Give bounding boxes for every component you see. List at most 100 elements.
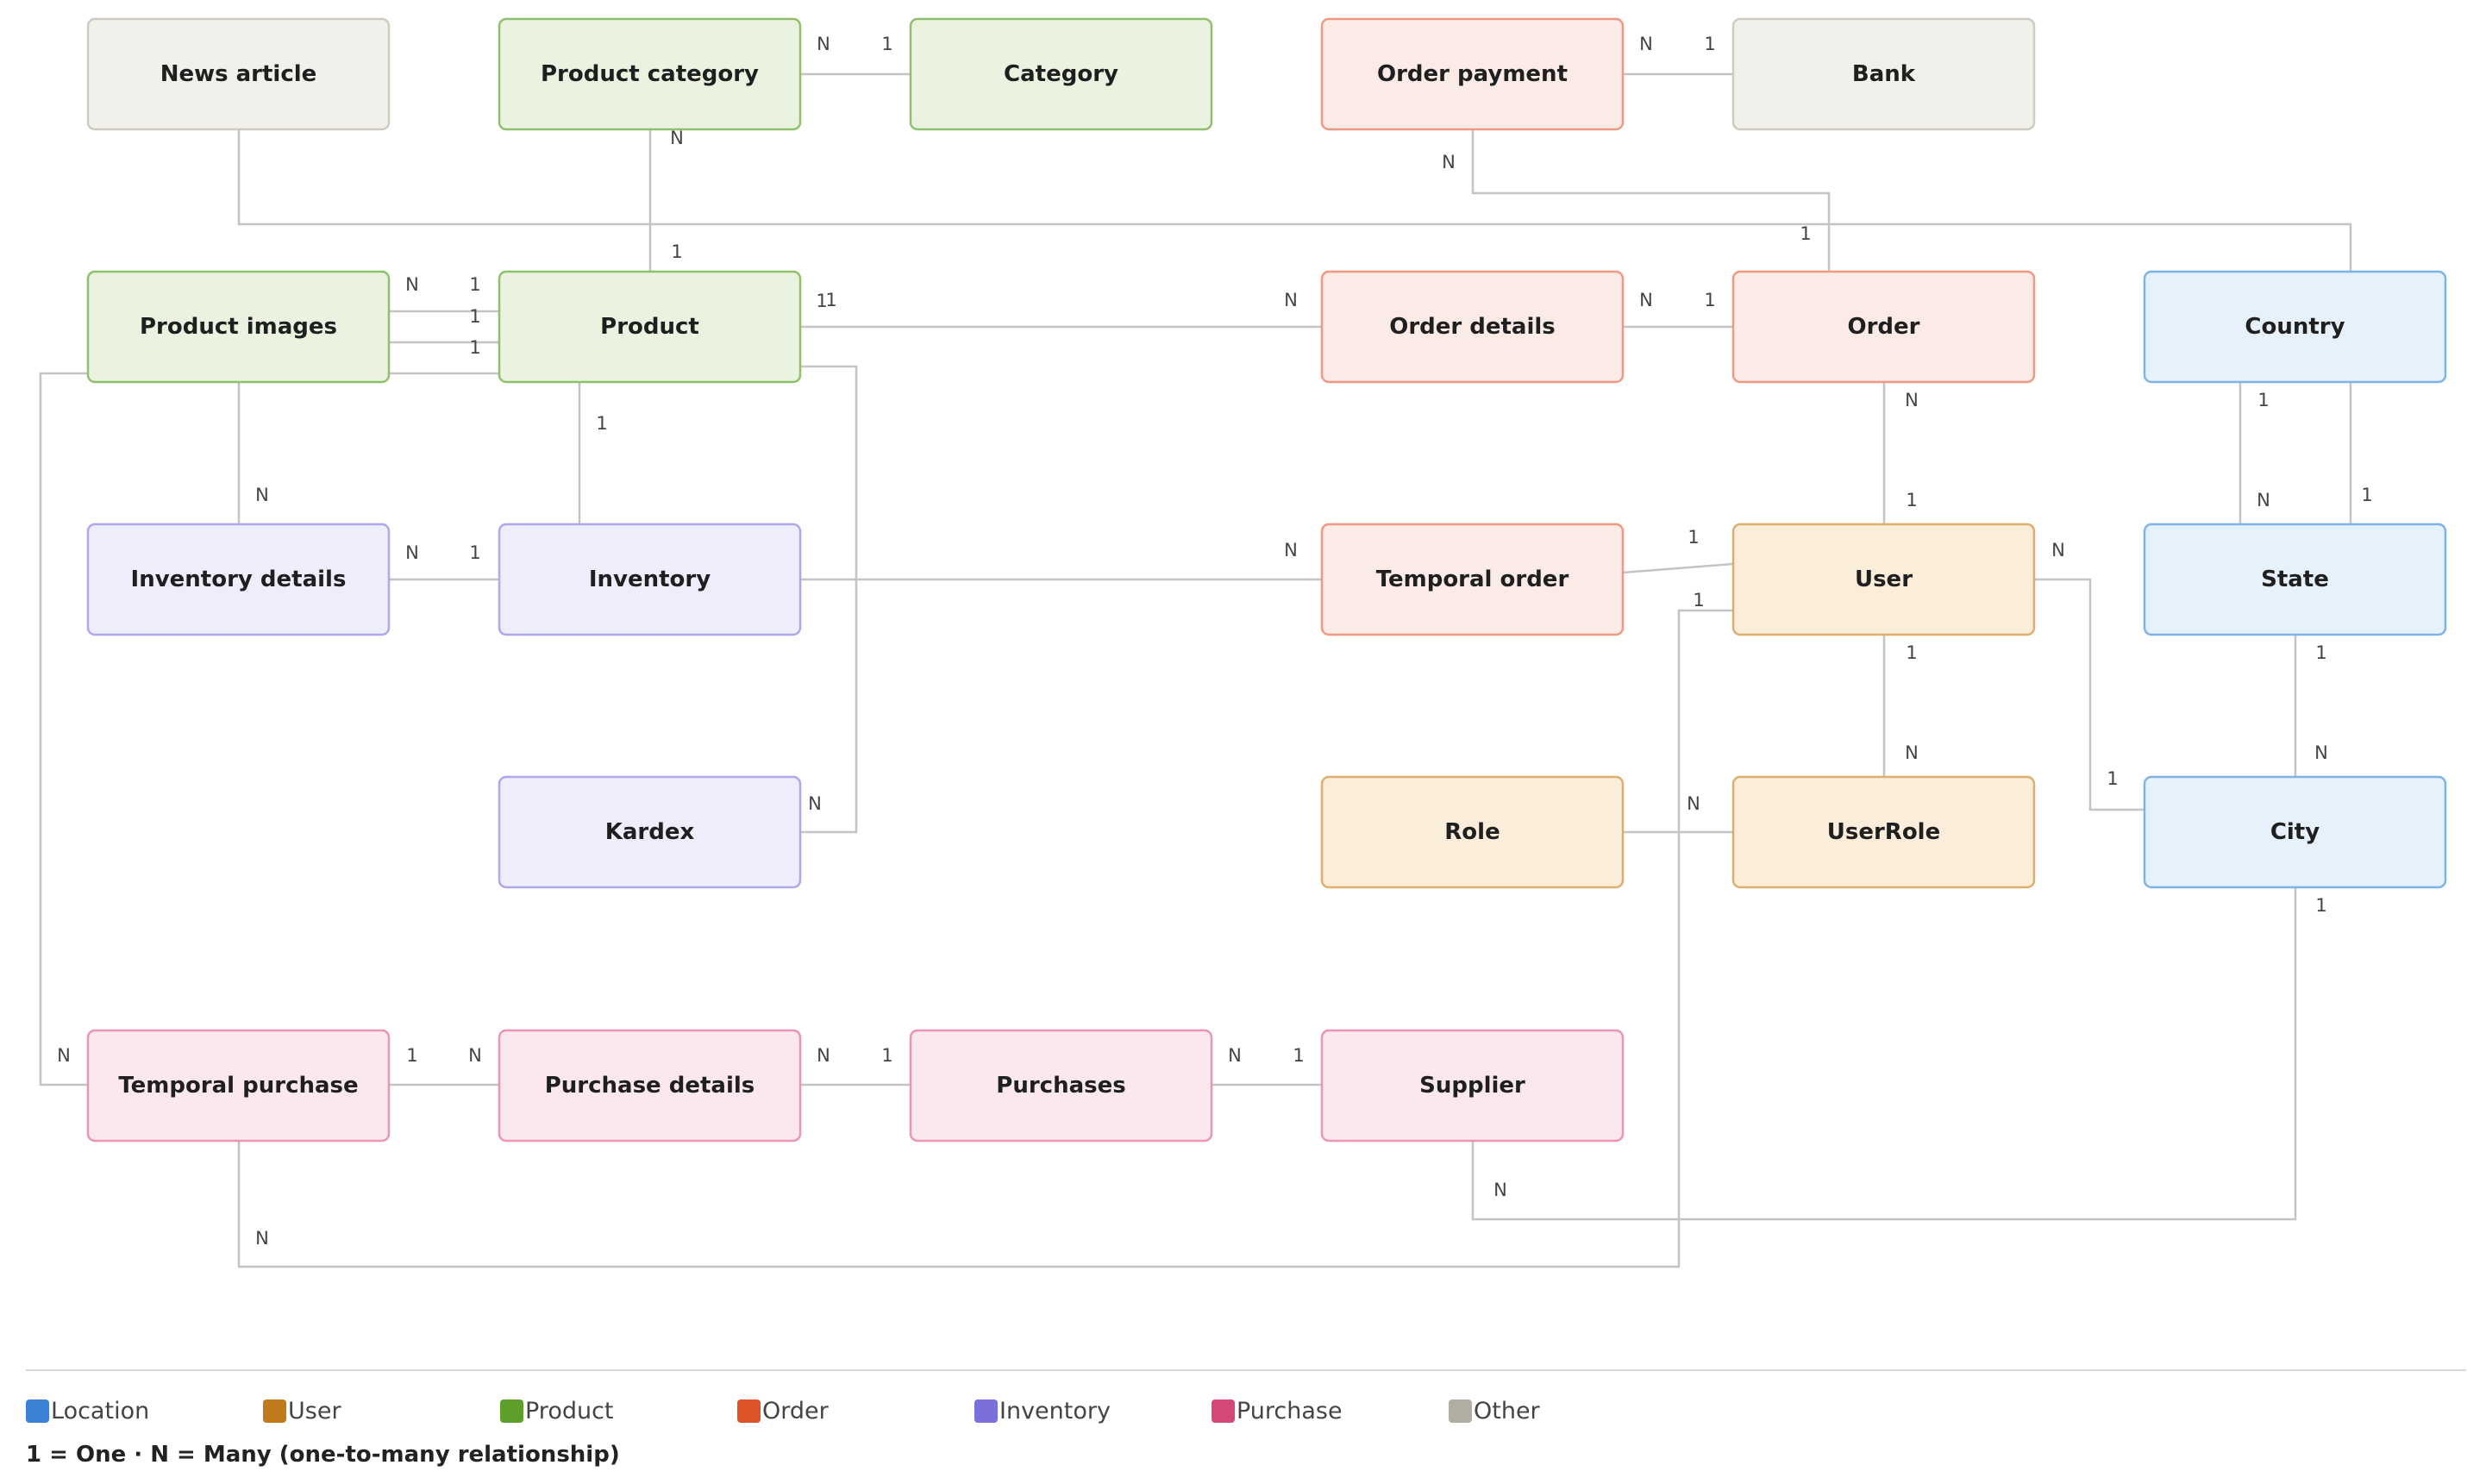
cardinality-label: 1 <box>406 1045 417 1066</box>
legend-swatch <box>974 1399 998 1423</box>
entity-bank[interactable]: Bank <box>1731 17 2036 131</box>
cardinality-label: N <box>2051 540 2065 560</box>
cardinality-label: N <box>468 1045 482 1066</box>
legend-label: Order <box>762 1397 829 1425</box>
entity-kardex[interactable]: Kardex <box>498 775 802 889</box>
entity-label: User <box>1855 567 1913 592</box>
entity-box <box>498 1029 802 1143</box>
entity-box <box>1731 523 2036 636</box>
entity-inventory[interactable]: Inventory <box>498 523 802 636</box>
entity-product-images[interactable]: Product images <box>86 270 391 384</box>
entity-label: Order details <box>1389 314 1556 340</box>
entity-box <box>1320 1029 1625 1143</box>
relationship-kardex-product <box>800 365 858 834</box>
cardinality-label: N <box>817 34 830 54</box>
cardinality-label: 1 <box>1906 490 1917 510</box>
relationship-temporal-order-user <box>1622 562 1734 574</box>
entity-user[interactable]: User <box>1731 523 2036 636</box>
cardinality-label: N <box>57 1045 71 1066</box>
entity-product-category[interactable]: Product category <box>498 17 802 131</box>
cardinality-label: 1 <box>2315 642 2326 663</box>
legend-label: Purchase <box>1237 1397 1343 1425</box>
legend-label: Location <box>51 1397 150 1425</box>
entity-temporal-purchase[interactable]: Temporal purchase <box>86 1029 391 1143</box>
entity-order[interactable]: Order <box>1731 270 2036 384</box>
relationship-user-city <box>2034 578 2145 811</box>
cardinality-label: 1 <box>469 542 480 563</box>
cardinality-label: 1 <box>2315 895 2326 916</box>
cardinality-label: N <box>1905 742 1919 763</box>
entity-city[interactable]: City <box>2143 775 2447 889</box>
legend-item-other: Other <box>1449 1397 1540 1425</box>
legend-swatch <box>1212 1399 1235 1423</box>
cardinality-label: N <box>1442 152 1456 172</box>
cardinality-label: 1 <box>825 290 836 310</box>
cardinality-label: 1 <box>1704 290 1715 310</box>
cardinality-label: N <box>1687 793 1700 814</box>
entity-product[interactable]: Product <box>498 270 802 384</box>
cardinality-label: 1 <box>671 241 682 262</box>
cardinality-label: N <box>255 485 269 505</box>
legend-divider <box>26 1369 2466 1371</box>
entity-purchases[interactable]: Purchases <box>909 1029 1213 1143</box>
legend-swatch <box>263 1399 286 1423</box>
cardinality-label: N <box>1493 1180 1507 1200</box>
entity-news-article[interactable]: News article <box>86 17 391 131</box>
relationship-supplier-city <box>1471 887 2297 1221</box>
entity-box <box>1320 523 1625 636</box>
entity-label: Order payment <box>1377 61 1568 87</box>
legend-label: User <box>288 1397 341 1425</box>
entity-box <box>909 1029 1213 1143</box>
entity-order-payment[interactable]: Order payment <box>1320 17 1625 131</box>
entity-state[interactable]: State <box>2143 523 2447 636</box>
entity-box <box>498 17 802 131</box>
entity-box <box>498 270 802 384</box>
cardinality-label: 1 <box>1800 223 1811 244</box>
cardinality-label: N <box>405 542 419 563</box>
cardinality-label: 1 <box>596 413 607 434</box>
entity-box <box>909 17 1213 131</box>
legend-item-product: Product <box>500 1397 614 1425</box>
entity-box <box>498 523 802 636</box>
cardinality-label: N <box>255 1228 269 1249</box>
cardinality-label: N <box>1284 540 1298 560</box>
entity-box <box>86 523 391 636</box>
entity-temporal-order[interactable]: Temporal order <box>1320 523 1625 636</box>
legend-item-inventory: Inventory <box>974 1397 1111 1425</box>
cardinality-label: N <box>808 793 822 814</box>
legend-swatch <box>500 1399 523 1423</box>
entity-box <box>1731 775 2036 889</box>
cardinality-label: 1 <box>2361 485 2372 505</box>
entity-box <box>1320 17 1625 131</box>
legend-item-user: User <box>263 1397 341 1425</box>
cardinality-label: 1 <box>881 1045 892 1066</box>
entity-label: Inventory <box>589 567 711 592</box>
entity-purchase-details[interactable]: Purchase details <box>498 1029 802 1143</box>
entity-role[interactable]: Role <box>1320 775 1625 889</box>
entity-label: Inventory details <box>131 567 347 592</box>
entity-label: Kardex <box>605 819 695 845</box>
entity-label: Product category <box>541 61 759 87</box>
entity-inventory-details[interactable]: Inventory details <box>86 523 391 636</box>
cardinality-label: 1 <box>1293 1045 1304 1066</box>
legend-label: Other <box>1474 1397 1540 1425</box>
entity-label: State <box>2261 567 2329 592</box>
entity-label: Role <box>1444 819 1500 845</box>
cardinality-label: 1 <box>469 306 480 327</box>
cardinality-label: N <box>670 128 684 148</box>
relationship-order-payment-order <box>1471 129 1831 272</box>
entity-label: Temporal purchase <box>118 1073 358 1099</box>
entity-supplier[interactable]: Supplier <box>1320 1029 1625 1143</box>
entity-label: UserRole <box>1827 819 1940 845</box>
entity-order-details[interactable]: Order details <box>1320 270 1625 384</box>
entity-box <box>1320 270 1625 384</box>
cardinality-label: N <box>817 1045 830 1066</box>
entity-country[interactable]: Country <box>2143 270 2447 384</box>
entity-userrole[interactable]: UserRole <box>1731 775 2036 889</box>
entity-box <box>498 775 802 889</box>
entity-category[interactable]: Category <box>909 17 1213 131</box>
entity-box <box>2143 270 2447 384</box>
entity-box <box>1731 270 2036 384</box>
